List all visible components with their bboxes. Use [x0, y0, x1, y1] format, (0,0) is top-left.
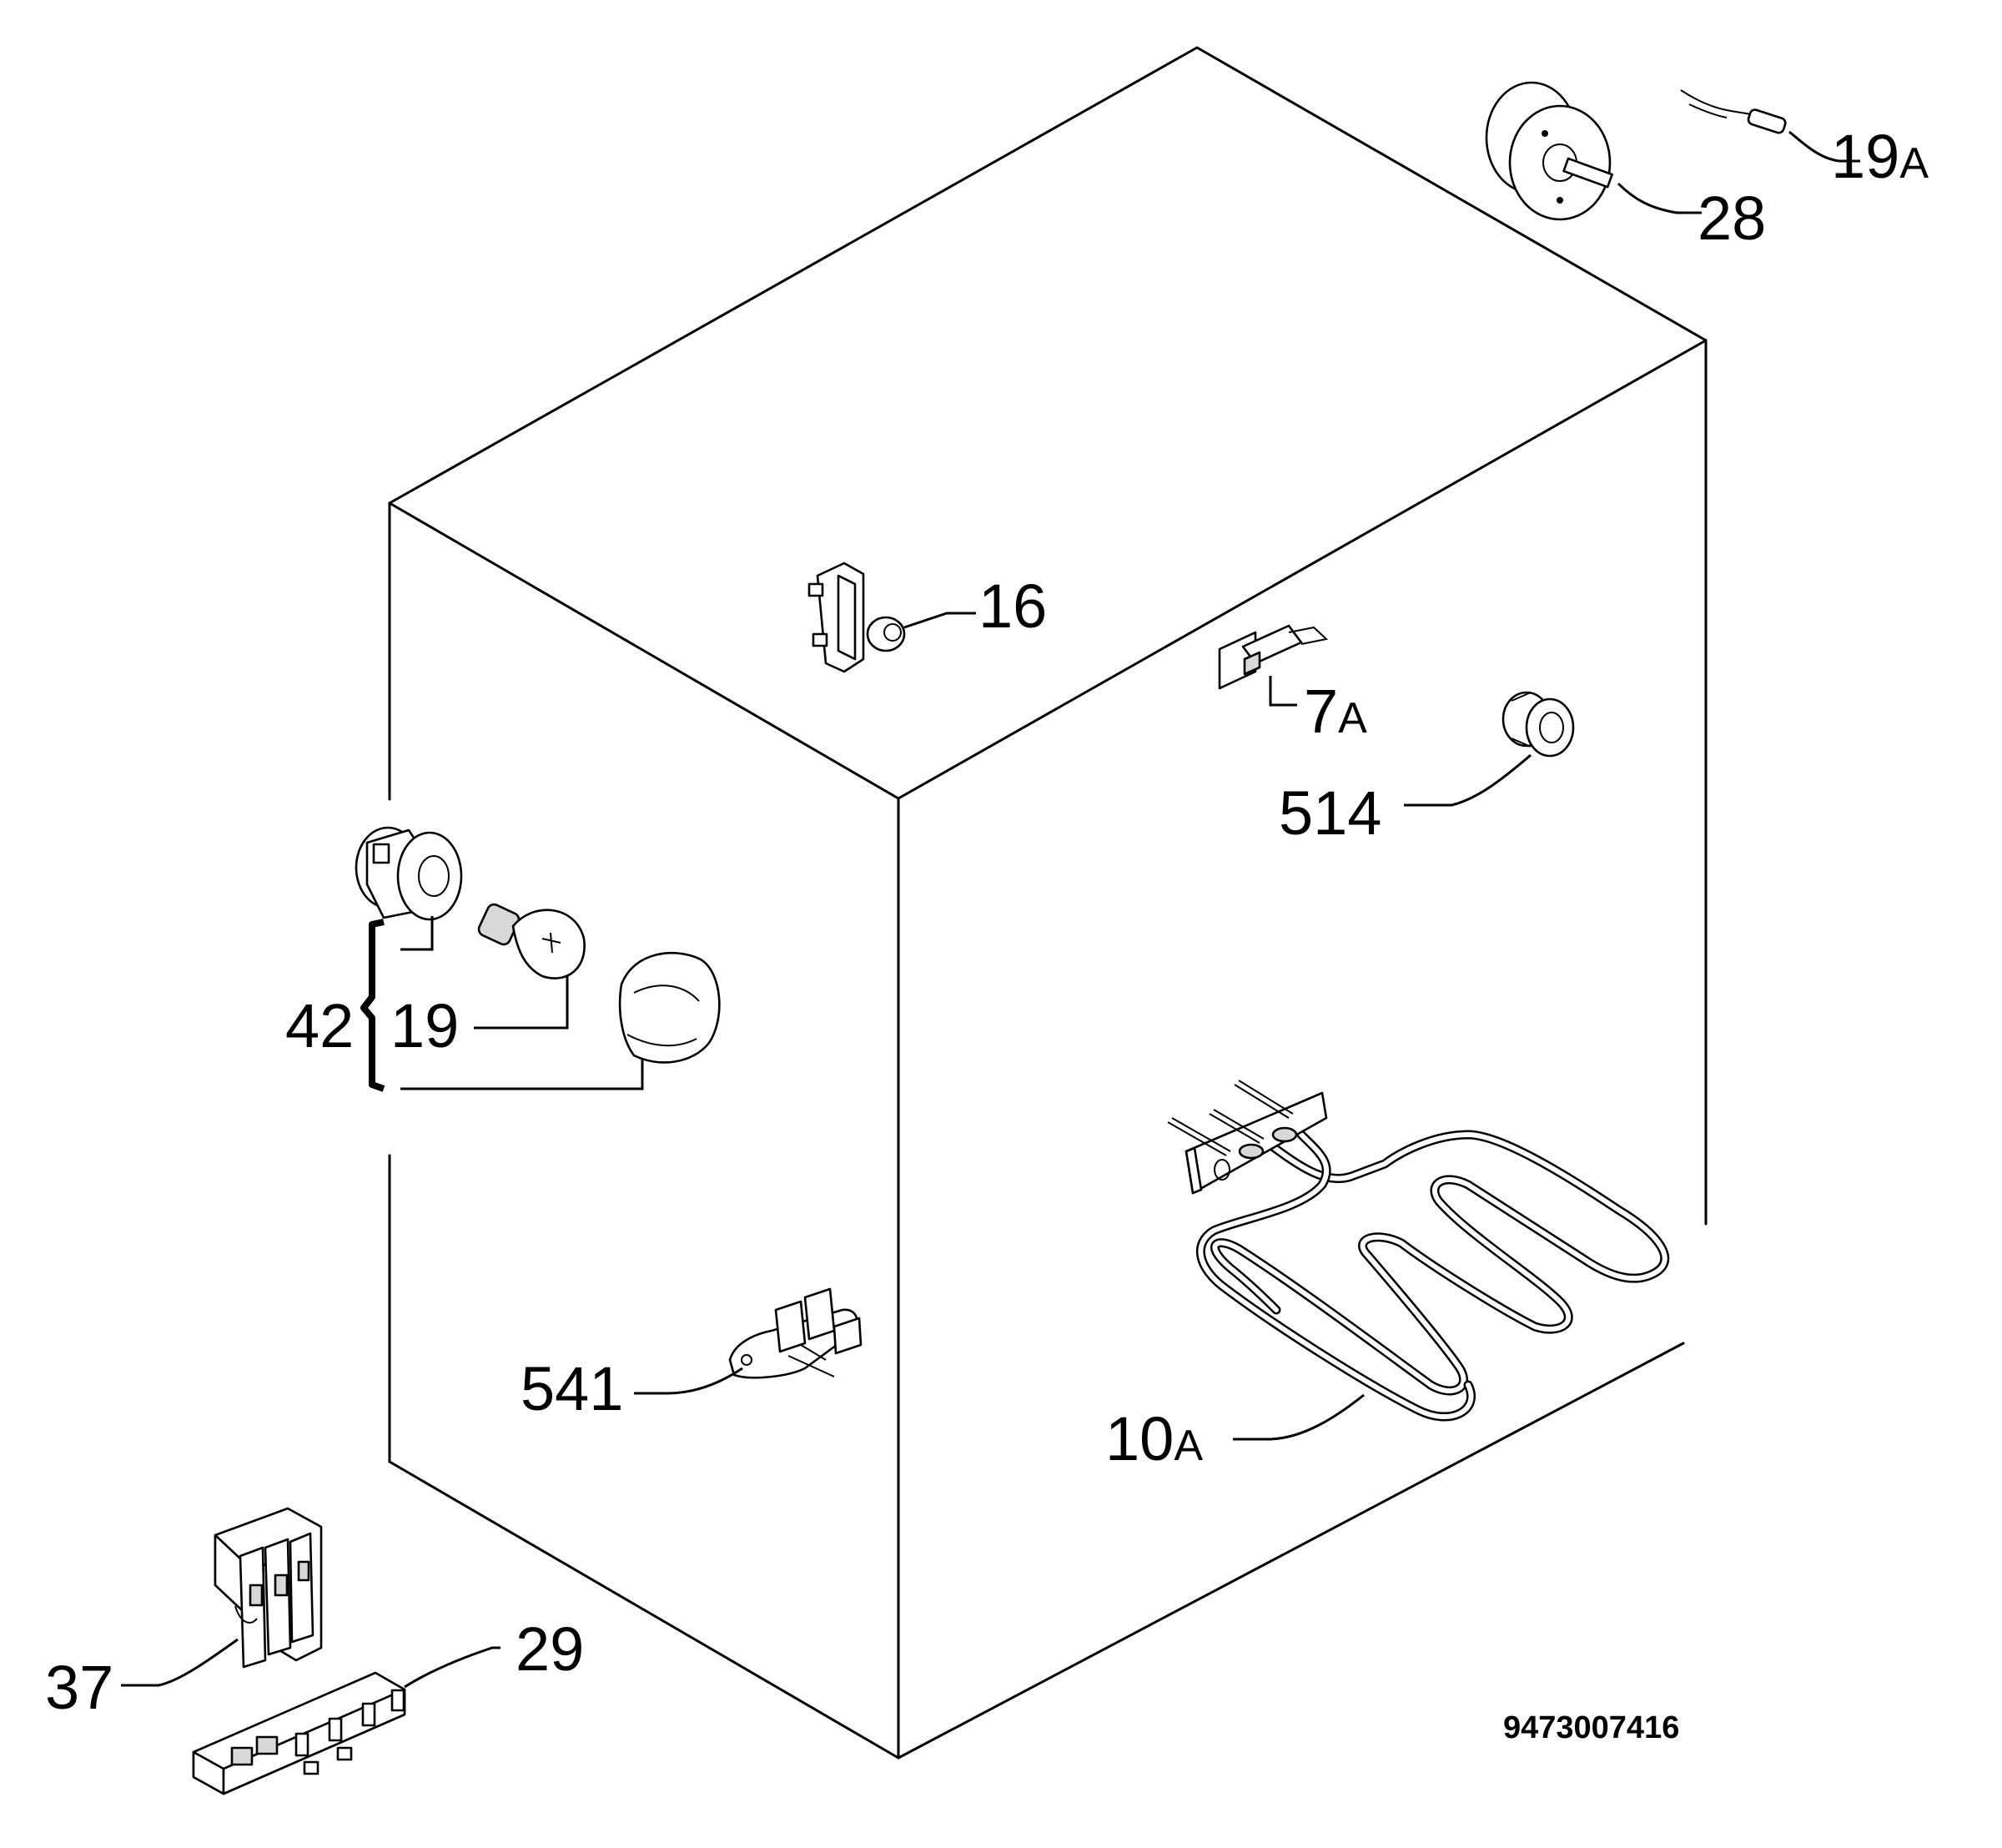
label-42: 42	[285, 991, 354, 1060]
part-7a-micro-switch	[1218, 624, 1329, 690]
drawing-code: 9473007416	[1503, 1710, 1679, 1745]
label-28: 28	[1698, 184, 1766, 253]
part-19a-lamp-wire	[1680, 89, 1787, 134]
label-541: 541	[521, 1354, 623, 1423]
part-29-ignition-generator	[192, 1671, 406, 1795]
label-37: 37	[45, 1653, 113, 1722]
label-19: 19	[390, 991, 459, 1060]
label-10a: 10A	[1105, 1404, 1203, 1473]
part-28-motor	[1485, 81, 1613, 221]
part-37-terminal-bracket	[214, 1507, 323, 1669]
part-514-grommet	[1502, 691, 1575, 758]
label-29: 29	[516, 1614, 584, 1684]
oven-cabinet-outline	[388, 46, 1708, 1760]
label-16: 16	[978, 572, 1047, 641]
part-10a-heating-element	[1167, 1080, 1670, 1422]
part-541-terminal-block	[728, 1287, 863, 1379]
part-16-switch	[807, 561, 906, 673]
part-19-bulb	[477, 903, 586, 979]
part-labels: 19A 28 16 7A 514 42 19 541 10A 37 29 947…	[45, 122, 1929, 1745]
label-514: 514	[1279, 778, 1381, 848]
label-7a: 7A	[1304, 677, 1367, 746]
label-19a: 19A	[1831, 122, 1929, 191]
group-bracket-42	[360, 919, 385, 1092]
part-42-lamp-holder	[355, 826, 463, 921]
part-42-lamp-cover	[618, 951, 721, 1064]
